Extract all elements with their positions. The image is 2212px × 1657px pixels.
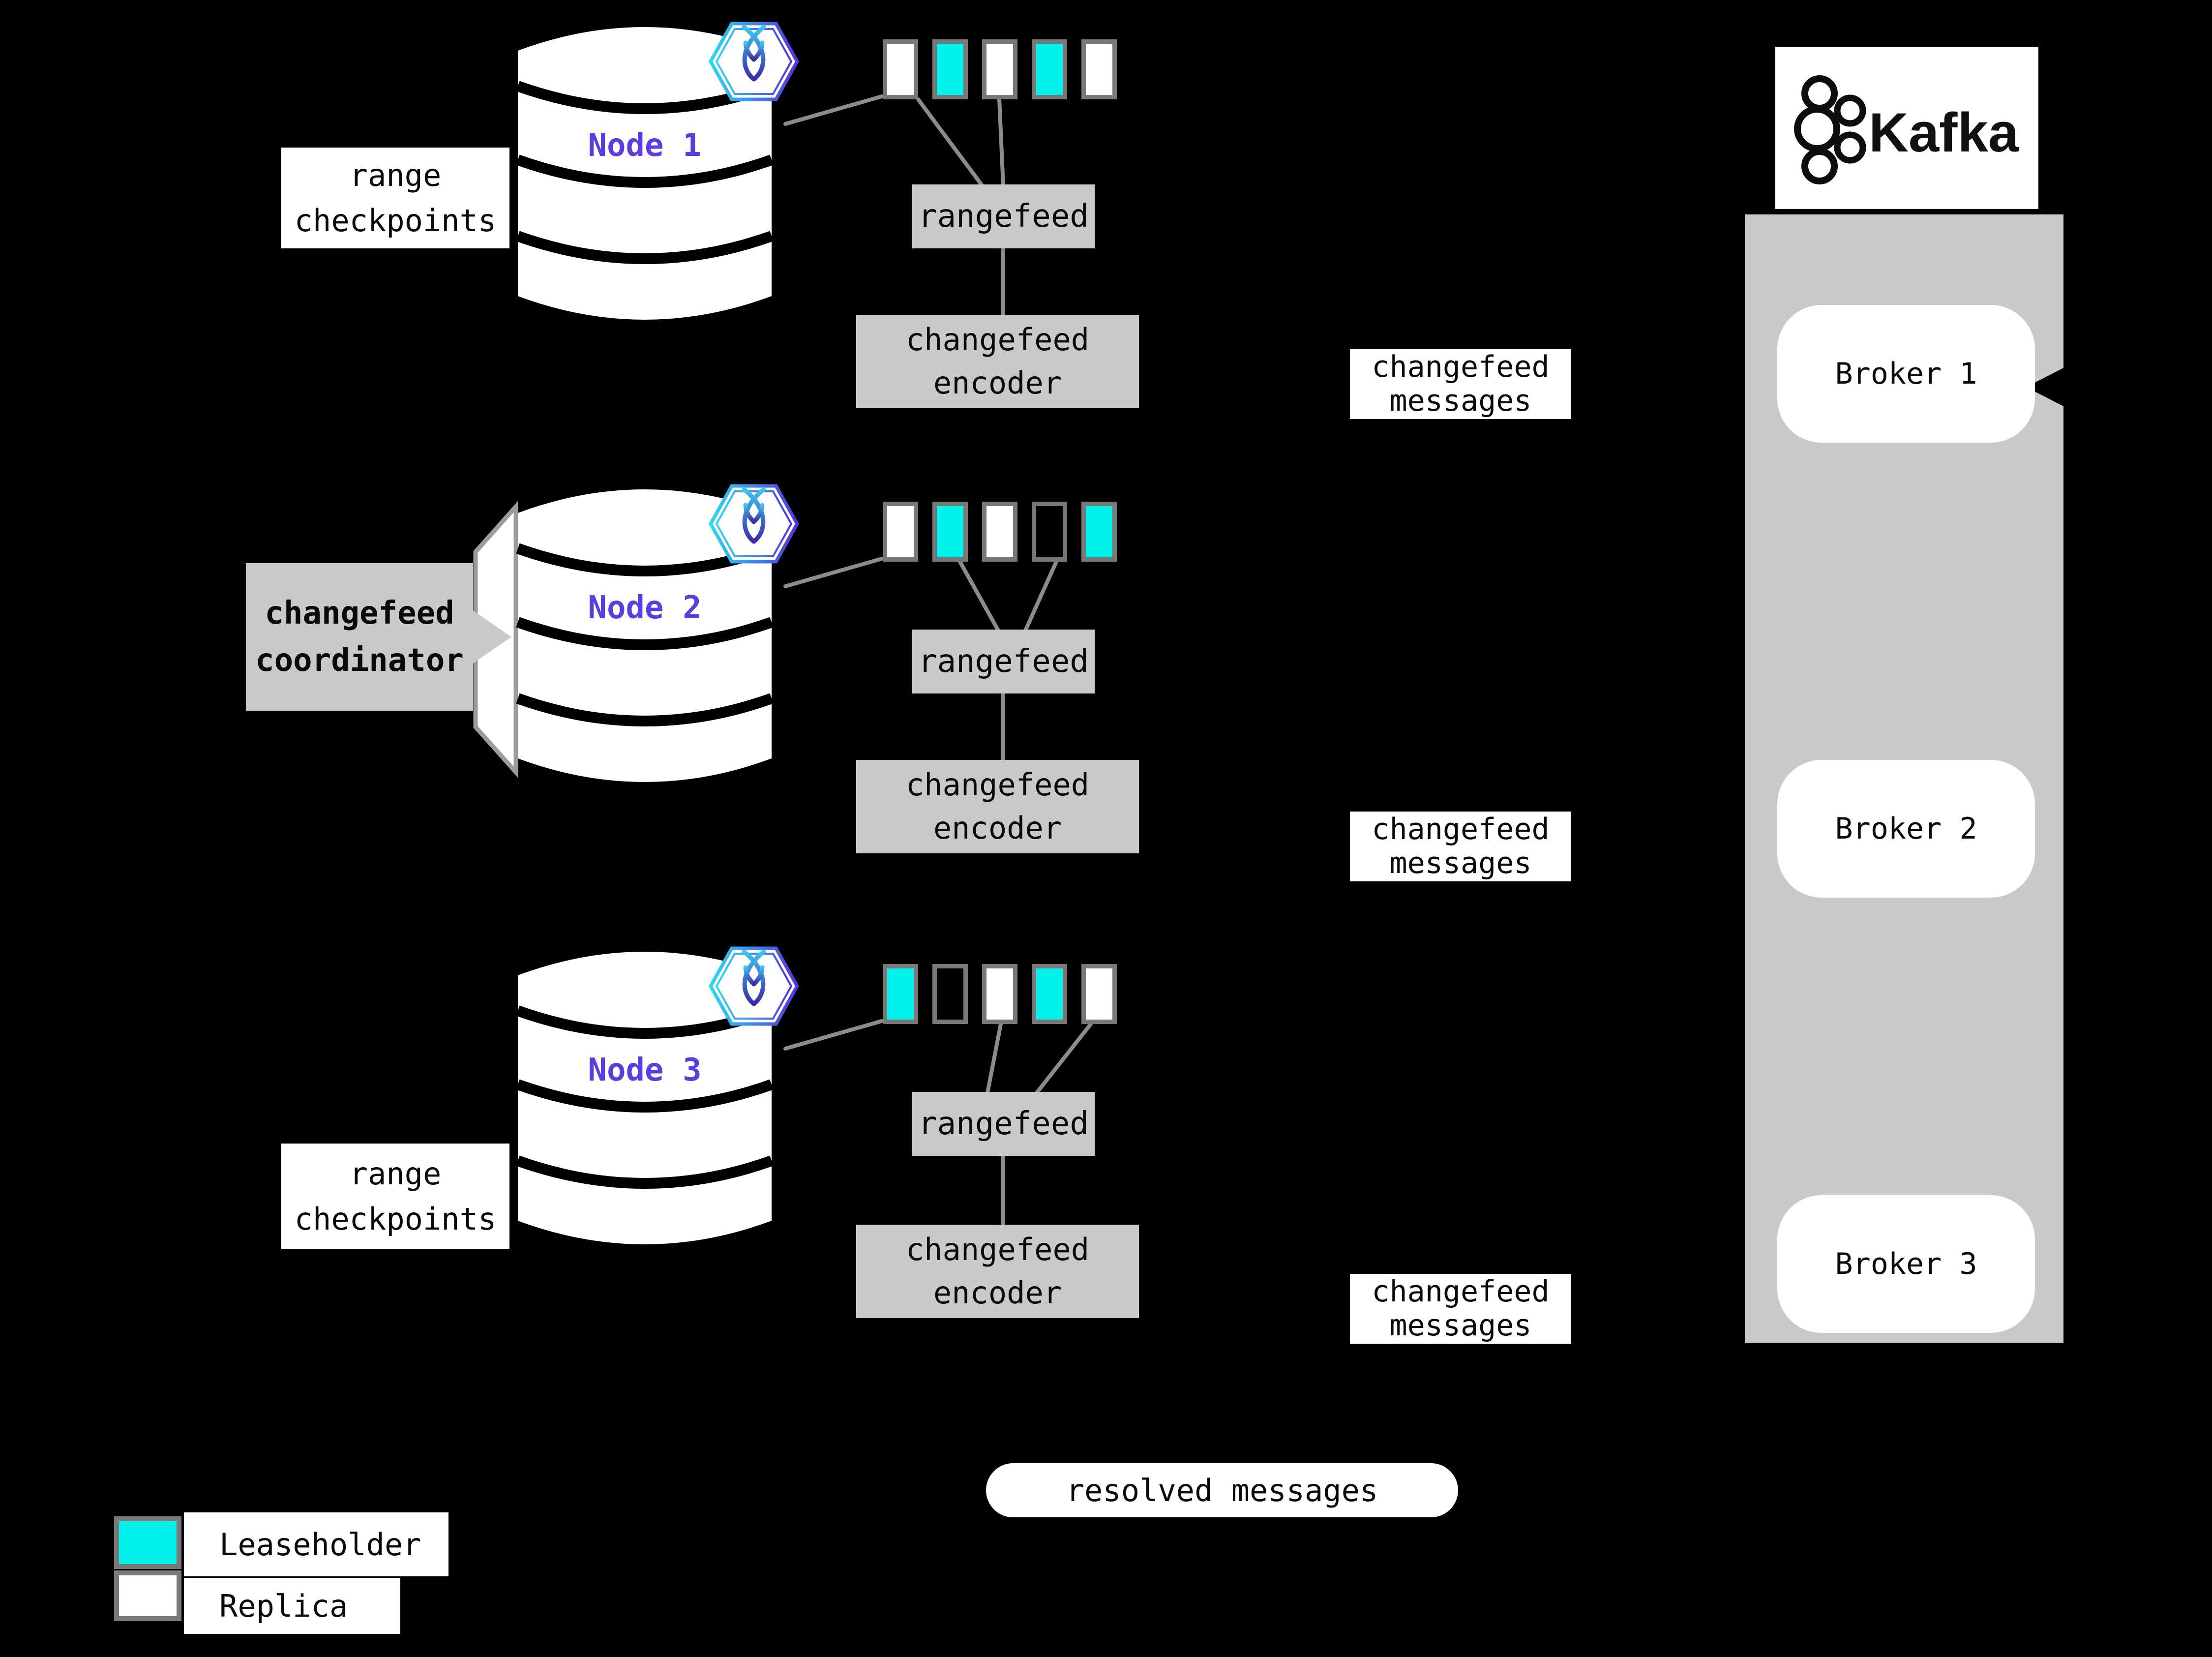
changefeed-encoder-box: changefeed encoder xyxy=(856,315,1139,408)
node3-label: Node 3 xyxy=(588,1052,702,1088)
cockroachdb-hexagon-icon xyxy=(708,946,800,1026)
messages-line: changefeed xyxy=(1372,350,1550,384)
coordinator-arrow-tip xyxy=(472,610,511,664)
range-checkpoints-label: range checkpoints xyxy=(281,1144,509,1249)
range-to-rangefeed-line xyxy=(916,97,984,187)
range-to-rangefeed-line xyxy=(986,1022,1003,1095)
legend-replica-label: Replica xyxy=(184,1578,400,1634)
replica-range-square xyxy=(982,502,1017,562)
range-to-rangefeed-line xyxy=(1035,1022,1093,1095)
replica-range-square xyxy=(883,39,918,99)
replica-range-square xyxy=(1081,39,1117,99)
range-checkpoints-label: range checkpoints xyxy=(281,148,509,248)
encoder-line: changefeed xyxy=(905,767,1090,803)
empty-range-square xyxy=(932,964,968,1024)
encoder-line: encoder xyxy=(933,365,1062,401)
encoder-line: changefeed xyxy=(905,1232,1090,1267)
replica-range-square xyxy=(1081,964,1117,1024)
cockroachdb-hexagon-icon xyxy=(708,22,800,101)
rangefeed-box: rangefeed xyxy=(912,1092,1095,1156)
cockroachdb-hexagon-icon xyxy=(708,484,800,564)
encoder-line: changefeed xyxy=(905,322,1090,358)
messages-line: messages xyxy=(1389,1308,1532,1343)
broker-3-box: Broker 3 xyxy=(1777,1195,2035,1333)
node3-cylinder-icon xyxy=(516,952,774,1244)
node1-label: Node 1 xyxy=(588,127,702,164)
replica-range-square xyxy=(883,502,918,562)
empty-range-square xyxy=(1032,502,1067,562)
range-to-rangefeed-line xyxy=(1023,560,1058,633)
changefeed-messages-label: changefeed messages xyxy=(1350,349,1571,419)
leaseholder-range-square xyxy=(932,502,968,562)
changefeed-coordinator-box: changefeed coordinator xyxy=(246,563,473,711)
leaseholder-range-square xyxy=(1032,39,1067,99)
leaseholder-range-square xyxy=(1081,502,1117,562)
node3-to-range-line xyxy=(783,1019,884,1051)
node2-range-squares xyxy=(883,502,1117,562)
label-line: checkpoints xyxy=(294,202,497,239)
legend-replica-swatch xyxy=(114,1570,181,1621)
node3-range-squares xyxy=(883,964,1117,1024)
messages-line: changefeed xyxy=(1372,812,1550,846)
encoder-line: encoder xyxy=(933,1275,1062,1311)
replica-range-square xyxy=(982,964,1017,1024)
replica-range-square xyxy=(982,39,1017,99)
leaseholder-range-square xyxy=(1032,964,1067,1024)
legend-leaseholder-swatch xyxy=(114,1516,181,1569)
coordinator-line: coordinator xyxy=(255,642,464,679)
label-line: range xyxy=(349,1155,442,1192)
changefeed-encoder-box: changefeed encoder xyxy=(856,760,1139,853)
changefeed-messages-label: changefeed messages xyxy=(1350,1274,1571,1344)
rangefeed-box: rangefeed xyxy=(912,630,1095,693)
leaseholder-range-square xyxy=(932,39,968,99)
broker-1-box: Broker 1 xyxy=(1777,305,2035,443)
range-to-rangefeed-line xyxy=(958,560,1000,633)
kafka-wordmark: Kafka xyxy=(1869,102,2019,163)
legend-leaseholder-label: Leaseholder xyxy=(184,1512,448,1576)
label-line: range xyxy=(349,157,442,193)
changefeed-encoder-box: changefeed encoder xyxy=(856,1225,1139,1318)
range-to-rangefeed-line xyxy=(997,97,1005,187)
node2-label: Node 2 xyxy=(588,590,702,626)
encoder-line: encoder xyxy=(933,810,1062,846)
changefeed-messages-label: changefeed messages xyxy=(1350,812,1571,881)
node1-range-squares xyxy=(883,39,1117,99)
coordinator-line: changefeed xyxy=(265,595,454,632)
node1-to-range-line xyxy=(783,94,884,126)
node2-to-range-line xyxy=(783,557,884,588)
messages-line: changefeed xyxy=(1372,1274,1550,1309)
resolved-messages-pill: resolved messages xyxy=(986,1463,1458,1517)
leaseholder-range-square xyxy=(883,964,918,1024)
broker-2-box: Broker 2 xyxy=(1777,760,2035,898)
messages-line: messages xyxy=(1389,846,1532,880)
messages-line: messages xyxy=(1389,384,1532,418)
rangefeed-box: rangefeed xyxy=(912,184,1095,248)
coordinator-panel-shape xyxy=(473,501,518,778)
node1-cylinder-icon xyxy=(516,27,774,320)
node2-cylinder-icon xyxy=(516,489,774,782)
label-line: checkpoints xyxy=(294,1201,497,1237)
